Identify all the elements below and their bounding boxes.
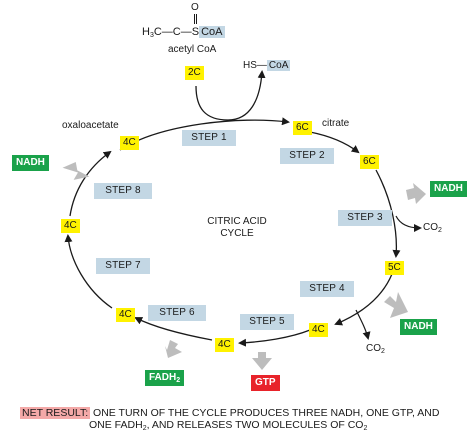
nadh-arrow-step8 — [62, 161, 90, 180]
acetyl-entry-arrow — [195, 70, 266, 121]
cycle-arc-citrate — [309, 131, 360, 154]
cycle-arc-left-upper — [69, 150, 112, 217]
oxaloacetate-label: oxaloacetate — [62, 120, 119, 131]
citrate-carbon-tag: 6C — [293, 121, 312, 135]
cycle-arc-bottom-left — [134, 317, 213, 341]
acetyl-coa-label: acetyl CoA — [168, 44, 217, 55]
step6-carbon-tag: 4C — [116, 308, 135, 322]
acetyl-coa-tag: CoA — [199, 26, 225, 38]
cycle-arc-lower-right — [334, 273, 393, 326]
fadh-arrow — [165, 340, 182, 358]
nadh-output-step3: NADH — [430, 181, 467, 197]
hs-coa-label: HS—CoA — [243, 60, 291, 71]
gtp-arrow — [252, 352, 272, 370]
co2-output-1: CO2 — [423, 222, 442, 234]
step2-carbon-tag: 6C — [360, 155, 379, 169]
step4-carbon-tag: 4C — [309, 323, 328, 337]
acetyl-carbon-tag: 2C — [185, 66, 204, 80]
carbonyl-double-bond-2 — [196, 14, 198, 24]
step-7-box: STEP 7 — [96, 258, 150, 274]
step-2-box: STEP 2 — [280, 148, 334, 164]
nadh-arrow-step3 — [406, 183, 426, 204]
carbonyl-double-bond — [194, 14, 196, 24]
step-1-box: STEP 1 — [182, 130, 236, 146]
step-8-box: STEP 8 — [94, 183, 152, 199]
step7-carbon-tag: 4C — [61, 219, 80, 233]
fadh2-output: FADH2 — [145, 370, 185, 386]
gtp-output: GTP — [251, 375, 280, 391]
carbonyl-oxygen: O — [191, 2, 199, 13]
step3-carbon-tag: 5C — [385, 261, 404, 275]
step-6-box: STEP 6 — [148, 305, 206, 321]
step-3-box: STEP 3 — [338, 210, 392, 226]
cycle-arc-left-lower — [64, 234, 113, 309]
net-result-tag: NET RESULT: — [20, 407, 91, 419]
citrate-label: citrate — [322, 118, 350, 129]
net-result-line2: ONE FADH2, AND RELEASES TWO MOLECULES OF… — [89, 419, 368, 432]
co2-release-arrow-2 — [355, 309, 371, 340]
cycle-arc-right — [375, 169, 401, 258]
step-4-box: STEP 4 — [300, 281, 354, 297]
net-result-line1: NET RESULT: ONE TURN OF THE CYCLE PRODUC… — [20, 407, 440, 419]
cycle-arc-bottom — [238, 329, 311, 347]
nadh-arrow-step4 — [384, 292, 408, 318]
cycle-title-line2: CYCLE — [220, 228, 254, 239]
oxaloacetate-carbon-tag: 4C — [120, 136, 139, 150]
co2-release-arrow-1 — [395, 215, 422, 232]
step-5-box: STEP 5 — [240, 314, 294, 330]
nadh-output-step4: NADH — [400, 319, 437, 335]
step5-carbon-tag: 4C — [215, 338, 234, 352]
co2-output-2: CO2 — [366, 343, 385, 355]
nadh-output-step8: NADH — [12, 155, 49, 171]
cycle-title-line1: CITRIC ACID — [207, 216, 267, 227]
